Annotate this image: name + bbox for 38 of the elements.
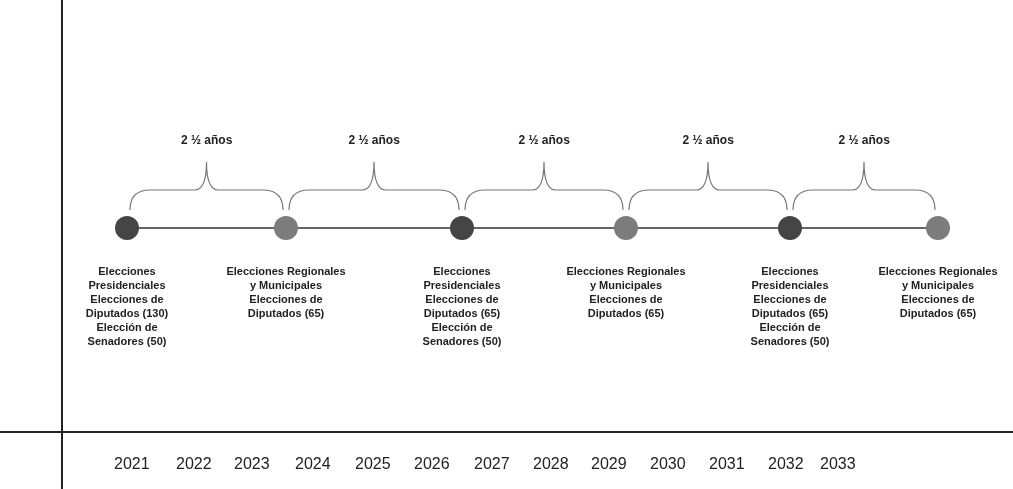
year-label: 2027 xyxy=(474,455,510,473)
timeline-line xyxy=(297,227,451,229)
timeline-line xyxy=(138,227,275,229)
interval-label: 2 ½ años xyxy=(348,133,400,147)
year-label: 2022 xyxy=(176,455,212,473)
year-label: 2023 xyxy=(234,455,270,473)
election-label: Elección de Senadores (50) xyxy=(749,320,831,348)
year-label: 2031 xyxy=(709,455,745,473)
year-label: 2033 xyxy=(820,455,856,473)
election-label: Elecciones de Diputados (65) xyxy=(586,292,666,320)
timeline-line xyxy=(801,227,927,229)
interval-label: 2 ½ años xyxy=(181,133,233,147)
election-label: Elecciones de Diputados (130) xyxy=(84,292,170,320)
election-label: Elección de Senadores (50) xyxy=(421,320,503,348)
election-label: Elecciones Regionales y Municipales xyxy=(565,264,687,292)
year-label: 2030 xyxy=(650,455,686,473)
year-label: 2025 xyxy=(355,455,391,473)
election-label: Elecciones Presidenciales xyxy=(87,264,167,292)
election-label: Elecciones de Diputados (65) xyxy=(246,292,326,320)
election-label: Elecciones Regionales y Municipales xyxy=(225,264,347,292)
election-label: Elecciones Presidenciales xyxy=(750,264,830,292)
election-label: Elecciones Presidenciales xyxy=(422,264,502,292)
election-label: Elecciones de Diputados (65) xyxy=(750,292,830,320)
interval-label: 2 ½ años xyxy=(838,133,890,147)
year-label: 2021 xyxy=(114,455,150,473)
election-label: Elecciones Regionales y Municipales xyxy=(877,264,999,292)
timeline-line xyxy=(473,227,615,229)
interval-label: 2 ½ años xyxy=(682,133,734,147)
year-label: 2026 xyxy=(414,455,450,473)
election-label: Elección de Senadores (50) xyxy=(86,320,168,348)
year-label: 2029 xyxy=(591,455,627,473)
timeline-line xyxy=(637,227,779,229)
election-label: Elecciones de Diputados (65) xyxy=(422,292,502,320)
year-label: 2032 xyxy=(768,455,804,473)
election-label: Elecciones de Diputados (65) xyxy=(898,292,978,320)
interval-label: 2 ½ años xyxy=(518,133,570,147)
year-label: 2028 xyxy=(533,455,569,473)
year-label: 2024 xyxy=(295,455,331,473)
